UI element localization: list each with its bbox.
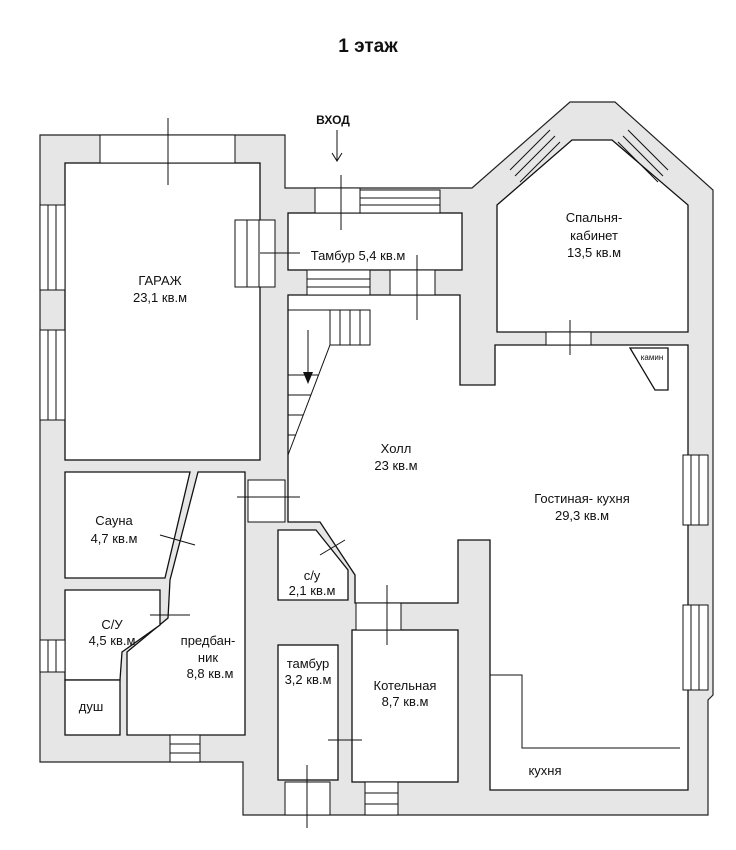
hall-living-room xyxy=(287,294,689,791)
floor-title: 1 этаж xyxy=(338,36,398,57)
tambur-small-room xyxy=(277,644,339,781)
kitchen-counter xyxy=(490,674,680,749)
shower-room xyxy=(64,679,121,736)
sauna-label: Сауна xyxy=(95,513,133,528)
dressing-label-2: ник xyxy=(198,650,218,665)
tambur-small-area: 3,2 кв.м xyxy=(285,672,332,687)
wc-label: С/У xyxy=(101,617,123,632)
bedroom-label-1: Спальня- xyxy=(566,210,623,225)
boiler-room xyxy=(351,629,459,783)
sauna-area: 4,7 кв.м xyxy=(91,531,138,546)
kitchen-label: кухня xyxy=(528,763,561,778)
garage-room xyxy=(64,162,261,461)
hall-label: Холл xyxy=(381,441,412,456)
wc-area: 4,5 кв.м xyxy=(89,633,136,648)
dressing-label-1: предбан- xyxy=(181,633,236,648)
wc-small-area: 2,1 кв.м xyxy=(289,583,336,598)
hall-area: 23 кв.м xyxy=(374,458,417,473)
tambur-room xyxy=(287,212,463,271)
garage-label: ГАРАЖ xyxy=(138,273,181,288)
garage-area: 23,1 кв.м xyxy=(133,290,187,305)
stairs xyxy=(234,189,441,456)
bedroom-area: 13,5 кв.м xyxy=(567,245,621,260)
wc-small-room xyxy=(277,529,349,601)
sauna-room xyxy=(64,471,191,579)
tambur-label: Тамбур 5,4 кв.м xyxy=(311,248,406,263)
bedroom-label-2: кабинет xyxy=(570,228,618,243)
living-area: 29,3 кв.м xyxy=(555,508,609,523)
boiler-label: Котельная xyxy=(374,678,437,693)
bedroom-room xyxy=(496,139,689,333)
wc-small-label: с/у xyxy=(304,568,321,583)
boiler-area: 8,7 кв.м xyxy=(382,694,429,709)
door-lines xyxy=(150,118,571,828)
fireplace xyxy=(628,347,669,391)
living-label: Гостиная- кухня xyxy=(534,491,630,506)
fireplace-label: камин xyxy=(641,353,664,362)
shower-label: душ xyxy=(79,699,104,714)
dressing-area: 8,8 кв.м xyxy=(187,666,234,681)
entrance-label: ВХОД xyxy=(316,113,350,127)
tambur-small-label: тамбур xyxy=(287,656,330,671)
dressing-room xyxy=(126,471,246,736)
